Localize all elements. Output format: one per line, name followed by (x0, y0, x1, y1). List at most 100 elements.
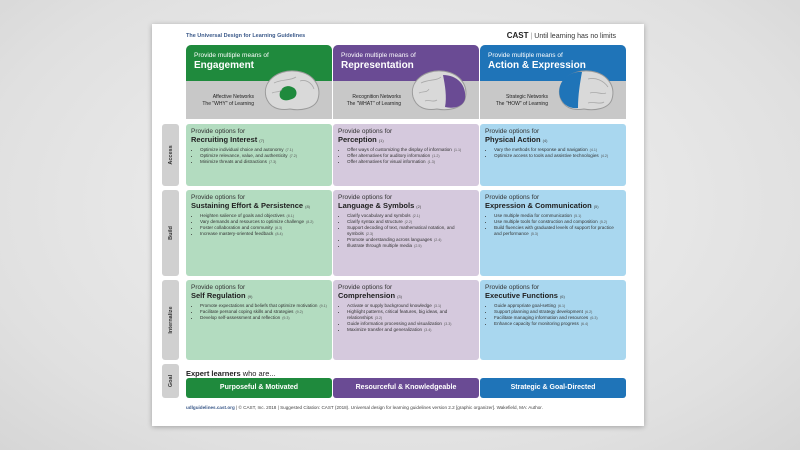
row-label-goal: Goal (162, 364, 179, 398)
row-label-text: Access (167, 145, 174, 165)
header-title: Action & Expression (488, 60, 586, 71)
goal-purposeful-motivated: Purposeful & Motivated (186, 378, 332, 398)
checkpoint-item: Promote understanding across languages(2… (347, 237, 474, 243)
row-label-access: Access (162, 124, 179, 186)
cell-prefix: Provide options for (191, 284, 246, 291)
cast-brand: CAST|Until learning has no limits (507, 31, 616, 40)
checkpoint-item: Increase mastery-oriented feedback(8.4) (200, 231, 327, 237)
cast-tagline: Until learning has no limits (534, 33, 616, 40)
checkpoint-item: Promote expectations and beliefs that op… (200, 303, 327, 309)
checkpoint-item: Use multiple tools for construction and … (494, 219, 621, 225)
checkpoint-item: Clarify syntax and structure(2.2) (347, 219, 474, 225)
footer-url: udlguidelines.cast.org (186, 405, 235, 410)
checkpoint-item: Offer ways of customizing the display of… (347, 147, 474, 153)
row-label-text: Build (167, 226, 174, 240)
cell-comprehension: Provide options for Comprehension(3) Act… (333, 280, 479, 360)
document-title: The Universal Design for Learning Guidel… (186, 33, 306, 39)
header-engagement: Provide multiple means of Engagement Aff… (186, 45, 332, 119)
checkpoint-item: Optimize individual choice and autonomy(… (200, 147, 327, 153)
checkpoint-item: Minimize threats and distractions(7.3) (200, 159, 327, 165)
checkpoint-item: Vary demands and resources to optimize c… (200, 219, 327, 225)
checkpoint-item: Clarify vocabulary and symbols(2.1) (347, 213, 474, 219)
checkpoint-item: Activate or supply background knowledge(… (347, 303, 474, 309)
network-subtitle: The "HOW" of Learning (495, 101, 548, 107)
cell-prefix: Provide options for (485, 194, 540, 201)
cell-physical-action: Provide options for Physical Action(4) V… (480, 124, 626, 186)
expert-learners-heading: Expert learners who are... (186, 369, 276, 378)
checkpoint-list: Promote expectations and beliefs that op… (191, 303, 327, 321)
cell-prefix: Provide options for (338, 128, 393, 135)
checkpoint-list: Vary the methods for response and naviga… (485, 147, 621, 159)
header-representation: Provide multiple means of Representation… (333, 45, 479, 119)
header-prefix: Provide multiple means of (488, 52, 563, 59)
cell-perception: Provide options for Perception(1) Offer … (333, 124, 479, 186)
footer-citation: udlguidelines.cast.org | © CAST, Inc. 20… (186, 405, 543, 410)
checkpoint-item: Build fluencies with graduated levels of… (494, 225, 621, 237)
checkpoint-item: Vary the methods for response and naviga… (494, 147, 621, 153)
checkpoint-item: Support planning and strategy developmen… (494, 309, 621, 315)
network-name: Recognition Networks (352, 94, 401, 100)
checkpoint-item: Enhance capacity for monitoring progress… (494, 321, 621, 327)
cell-title: Self Regulation(9) (191, 291, 253, 300)
cell-language-symbols: Provide options for Language & Symbols(2… (333, 190, 479, 276)
network-subtitle: The "WHY" of Learning (202, 101, 254, 107)
cell-recruiting-interest: Provide options for Recruiting Interest(… (186, 124, 332, 186)
goal-resourceful-knowledgeable: Resourceful & Knowledgeable (333, 378, 479, 398)
header-title: Representation (341, 60, 414, 71)
checkpoint-list: Guide appropriate goal-setting(6.1) Supp… (485, 303, 621, 327)
cell-prefix: Provide options for (485, 128, 540, 135)
brain-affective-icon (264, 70, 320, 111)
row-label-build: Build (162, 190, 179, 276)
cell-sustaining-effort: Provide options for Sustaining Effort & … (186, 190, 332, 276)
cell-title: Physical Action(4) (485, 135, 548, 144)
cell-prefix: Provide options for (485, 284, 540, 291)
network-name: Strategic Networks (506, 94, 548, 100)
cell-executive-functions: Provide options for Executive Functions(… (480, 280, 626, 360)
header-title: Engagement (194, 60, 255, 71)
row-label-text: Internalize (167, 306, 174, 334)
cell-prefix: Provide options for (338, 194, 393, 201)
cell-expression-communication: Provide options for Expression & Communi… (480, 190, 626, 276)
checkpoint-list: Optimize individual choice and autonomy(… (191, 147, 327, 165)
checkpoint-list: Use multiple media for communication(5.1… (485, 213, 621, 237)
cell-title: Recruiting Interest(7) (191, 135, 265, 144)
checkpoint-item: Optimize relevance, value, and authentic… (200, 153, 327, 159)
checkpoint-item: Offer alternatives for auditory informat… (347, 153, 474, 159)
checkpoint-item: Facilitate managing information and reso… (494, 315, 621, 321)
checkpoint-item: Heighten salience of goals and objective… (200, 213, 327, 219)
cell-title: Expression & Communication(5) (485, 201, 599, 210)
cell-title: Perception(1) (338, 135, 384, 144)
checkpoint-item: Highlight patterns, critical features, b… (347, 309, 474, 321)
cell-prefix: Provide options for (191, 128, 246, 135)
checkpoint-list: Clarify vocabulary and symbols(2.1) Clar… (338, 213, 474, 250)
header-prefix: Provide multiple means of (341, 52, 416, 59)
network-name: Affective Networks (212, 94, 254, 100)
checkpoint-item: Facilitate personal coping skills and st… (200, 309, 327, 315)
checkpoint-list: Offer ways of customizing the display of… (338, 147, 474, 165)
checkpoint-item: Foster collaboration and community(8.3) (200, 225, 327, 231)
brain-recognition-icon (411, 70, 467, 111)
checkpoint-item: Maximize transfer and generalization(3.4… (347, 327, 474, 333)
cell-title: Language & Symbols(2) (338, 201, 422, 210)
cell-prefix: Provide options for (191, 194, 246, 201)
checkpoint-item: Guide information processing and visuali… (347, 321, 474, 327)
cell-prefix: Provide options for (338, 284, 393, 291)
cast-logo-text: CAST (506, 31, 529, 40)
checkpoint-item: Develop self-assessment and reflection(9… (200, 315, 327, 321)
cell-title: Executive Functions(6) (485, 291, 565, 300)
header-prefix: Provide multiple means of (194, 52, 269, 59)
checkpoint-item: Use multiple media for communication(5.1… (494, 213, 621, 219)
checkpoint-list: Activate or supply background knowledge(… (338, 303, 474, 333)
cell-self-regulation: Provide options for Self Regulation(9) P… (186, 280, 332, 360)
cell-title: Sustaining Effort & Persistence(8) (191, 201, 310, 210)
header-action-expression: Provide multiple means of Action & Expre… (480, 45, 626, 119)
goal-strategic-goal-directed: Strategic & Goal-Directed (480, 378, 626, 398)
checkpoint-item: Optimize access to tools and assistive t… (494, 153, 621, 159)
checkpoint-list: Heighten salience of goals and objective… (191, 213, 327, 237)
network-subtitle: The "WHAT" of Learning (346, 101, 401, 107)
brain-strategic-icon (558, 70, 614, 111)
footer-text: | © CAST, Inc. 2018 | Suggested Citation… (234, 405, 543, 410)
row-label-text: Goal (167, 374, 174, 388)
checkpoint-item: Support decoding of text, mathematical n… (347, 225, 474, 237)
